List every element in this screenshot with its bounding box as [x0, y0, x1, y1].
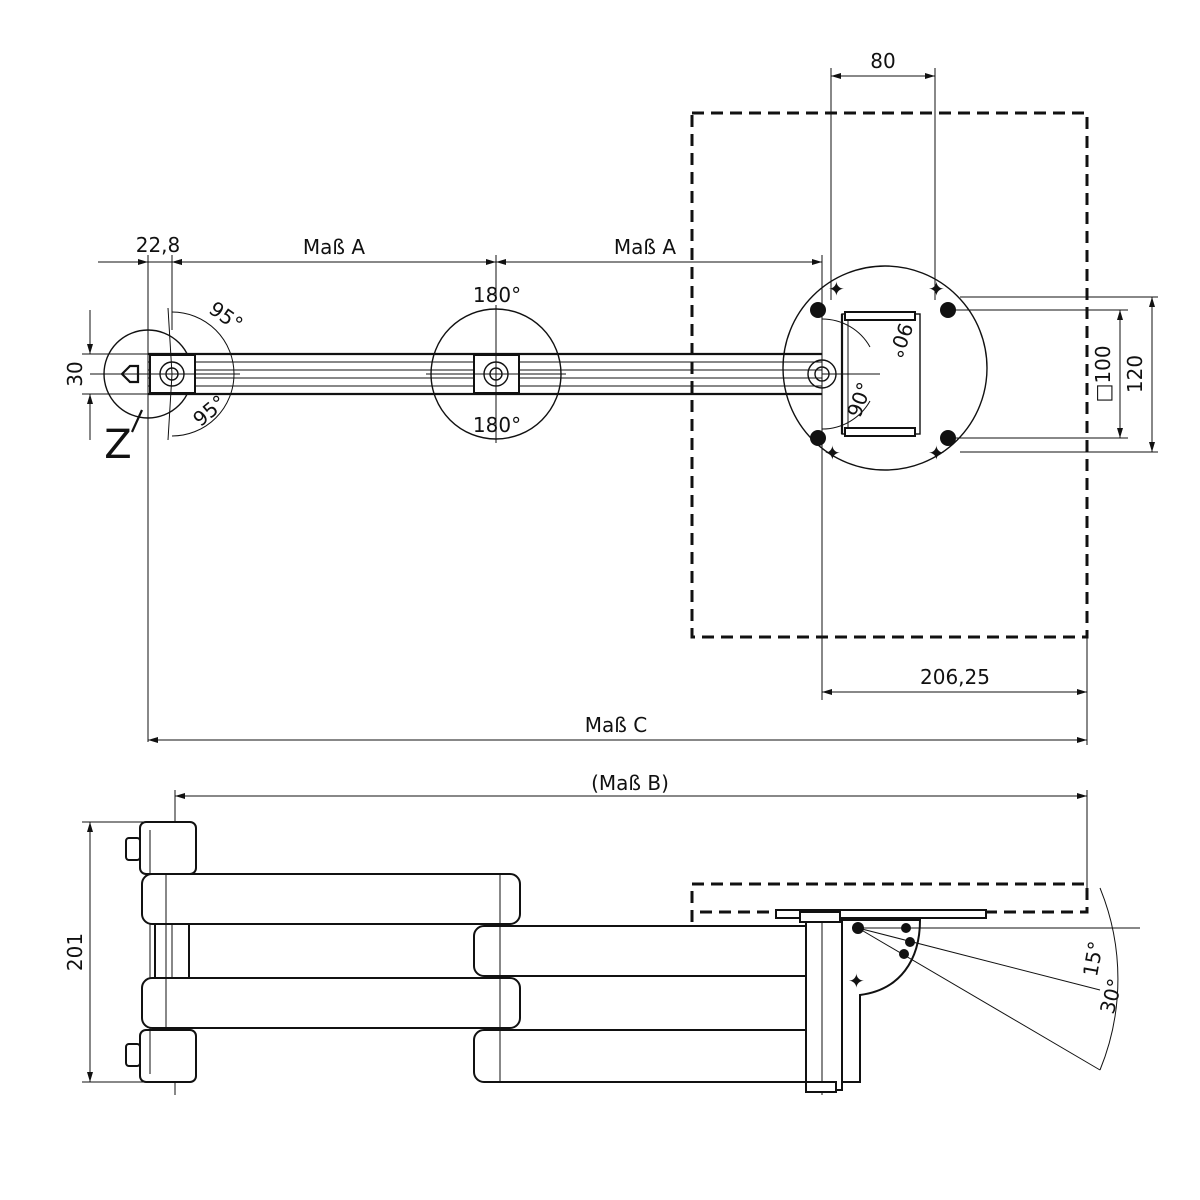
- angle-label-180-bottom: 180°: [473, 413, 521, 437]
- dimension-100-120: [948, 296, 1158, 453]
- dimension-mass-a: [98, 255, 823, 742]
- svg-text:✦: ✦: [828, 277, 845, 301]
- angle-label-95-top: 95°: [205, 296, 248, 336]
- monitor-outline-top: [690, 111, 1089, 639]
- dim-label-square-100: □100: [1091, 345, 1115, 402]
- dim-label-30: 30: [63, 361, 87, 386]
- vesa-plate-top: ✦ ✦ ✦ ✦: [782, 265, 988, 471]
- dimension-80: [830, 68, 936, 300]
- dim-label-mass-b: (Maß B): [591, 771, 669, 795]
- svg-text:✦: ✦: [848, 969, 865, 993]
- dimension-30: [82, 310, 150, 440]
- side-view: (Maß B) 201: [63, 771, 1140, 1095]
- svg-text:✦: ✦: [824, 441, 841, 465]
- wall-joint-top: [90, 307, 240, 441]
- dimension-206-25: [822, 637, 1088, 745]
- dim-label-22-8: 22,8: [136, 233, 181, 257]
- angle-label-90-bottom: 90°: [842, 379, 877, 421]
- wall-bracket-side: [125, 821, 197, 1083]
- dim-label-mass-c: Maß C: [585, 713, 647, 737]
- svg-text:✦: ✦: [928, 441, 945, 465]
- angle-label-15: 15°: [1078, 939, 1108, 978]
- angle-label-90-top: 90°: [883, 320, 918, 362]
- view-marker-z: Z: [104, 422, 131, 468]
- dim-label-120: 120: [1123, 355, 1147, 393]
- dimension-201: [82, 821, 148, 1083]
- tilt-head-side: ✦: [775, 887, 1140, 1083]
- dim-label-206-25: 206,25: [920, 665, 990, 689]
- dim-label-201: 201: [63, 933, 87, 971]
- angle-label-30: 30°: [1095, 976, 1127, 1016]
- dim-label-80: 80: [870, 49, 895, 73]
- dim-label-mass-a-1: Maß A: [303, 235, 365, 259]
- middle-joint-top: [426, 305, 566, 443]
- dim-label-mass-a-2: Maß A: [614, 235, 676, 259]
- angle-label-95-bottom: 95°: [188, 390, 231, 431]
- svg-text:✦: ✦: [928, 277, 945, 301]
- arm-segments-side: [141, 873, 845, 1095]
- top-view: ✦ ✦ ✦ ✦ 80 22,8 Maß A Maß A: [63, 49, 1158, 745]
- angle-label-180-top: 180°: [473, 283, 521, 307]
